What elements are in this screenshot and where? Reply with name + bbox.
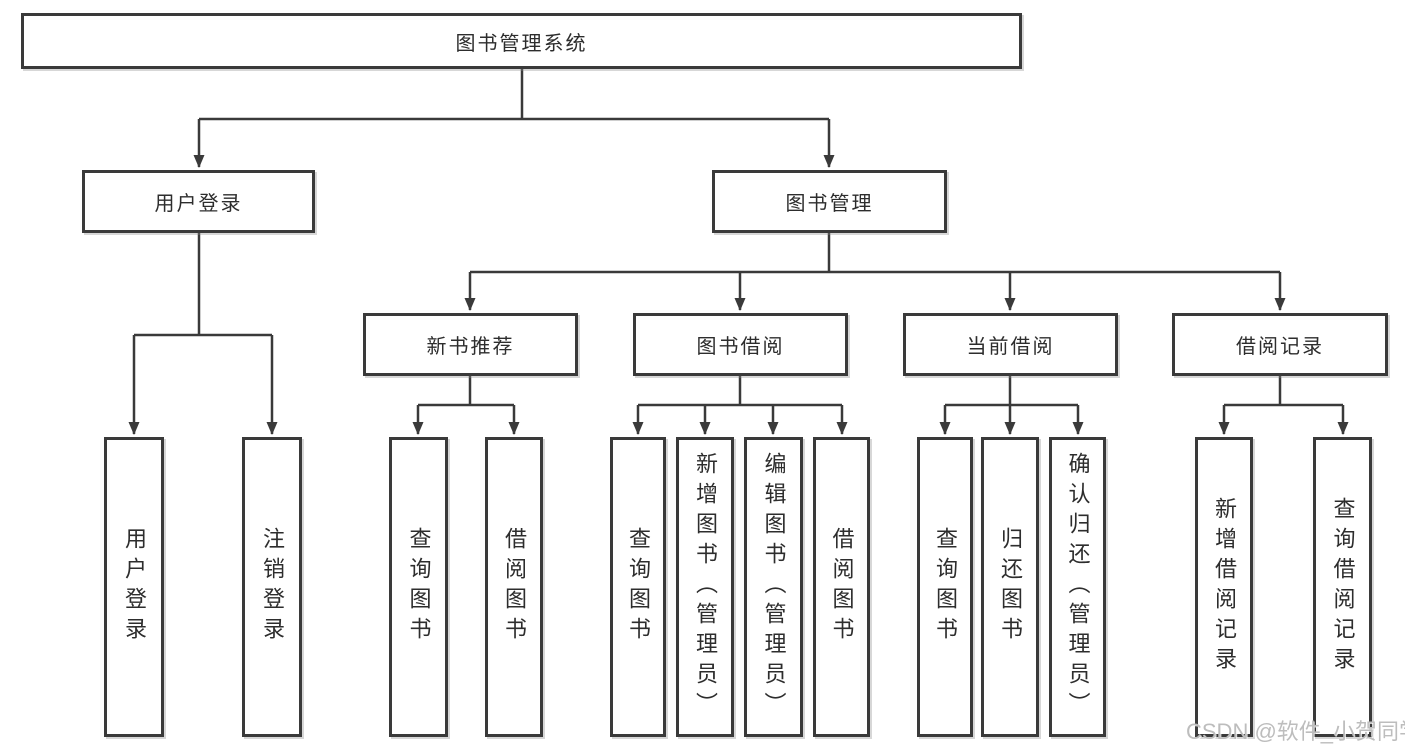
node-add-book-admin: 新增图书（管理员） — [676, 437, 734, 737]
node-label: 编辑图书（管理员） — [761, 452, 787, 722]
node-borrow-books-recommend: 借阅图书 — [485, 437, 543, 737]
node-new-book-recommend: 新书推荐 — [363, 313, 578, 376]
node-label: 归还图书 — [998, 527, 1023, 647]
node-add-borrow-record: 新增借阅记录 — [1195, 437, 1253, 737]
node-query-books-borrow: 查询图书 — [610, 437, 666, 737]
node-query-borrow-record: 查询借阅记录 — [1313, 437, 1372, 737]
node-label: 确认归还（管理员） — [1065, 452, 1091, 722]
node-label: 新增借阅记录 — [1212, 497, 1237, 677]
node-library-management-system: 图书管理系统 — [21, 13, 1022, 69]
node-return-book: 归还图书 — [981, 437, 1039, 737]
node-label: 借阅记录 — [1236, 336, 1324, 358]
node-confirm-return-admin: 确认归还（管理员） — [1049, 437, 1106, 737]
node-user-login-leaf: 用户登录 — [104, 437, 164, 737]
node-label: 当前借阅 — [966, 336, 1055, 358]
node-current-borrow: 当前借阅 — [903, 313, 1118, 376]
node-label: 新书推荐 — [426, 336, 515, 358]
node-label: 借阅图书 — [829, 527, 855, 647]
node-book-management: 图书管理 — [712, 170, 947, 233]
node-label: 图书管理 — [785, 193, 874, 215]
node-label: 图书管理系统 — [455, 32, 588, 55]
csdn-watermark: CSDN @软件_小贺同学 — [1186, 719, 1405, 744]
node-label: 注销登录 — [260, 527, 285, 647]
node-borrow-books-leaf: 借阅图书 — [813, 437, 870, 737]
node-label: 借阅图书 — [502, 527, 527, 647]
node-borrow-records: 借阅记录 — [1172, 313, 1388, 376]
node-label: 新增图书（管理员） — [693, 452, 718, 722]
node-label: 查询图书 — [406, 527, 432, 647]
node-label: 用户登录 — [122, 527, 147, 647]
node-logout: 注销登录 — [242, 437, 302, 737]
node-user-login: 用户登录 — [82, 170, 315, 233]
node-query-books-current: 查询图书 — [917, 437, 973, 737]
node-label: 查询图书 — [933, 527, 958, 647]
node-label: 图书借阅 — [696, 336, 785, 358]
node-label: 查询图书 — [626, 527, 651, 647]
node-query-books-recommend: 查询图书 — [389, 437, 448, 737]
node-book-borrow: 图书借阅 — [633, 313, 848, 376]
node-label: 用户登录 — [154, 193, 243, 215]
node-edit-book-admin: 编辑图书（管理员） — [744, 437, 803, 737]
node-label: 查询借阅记录 — [1330, 497, 1356, 677]
